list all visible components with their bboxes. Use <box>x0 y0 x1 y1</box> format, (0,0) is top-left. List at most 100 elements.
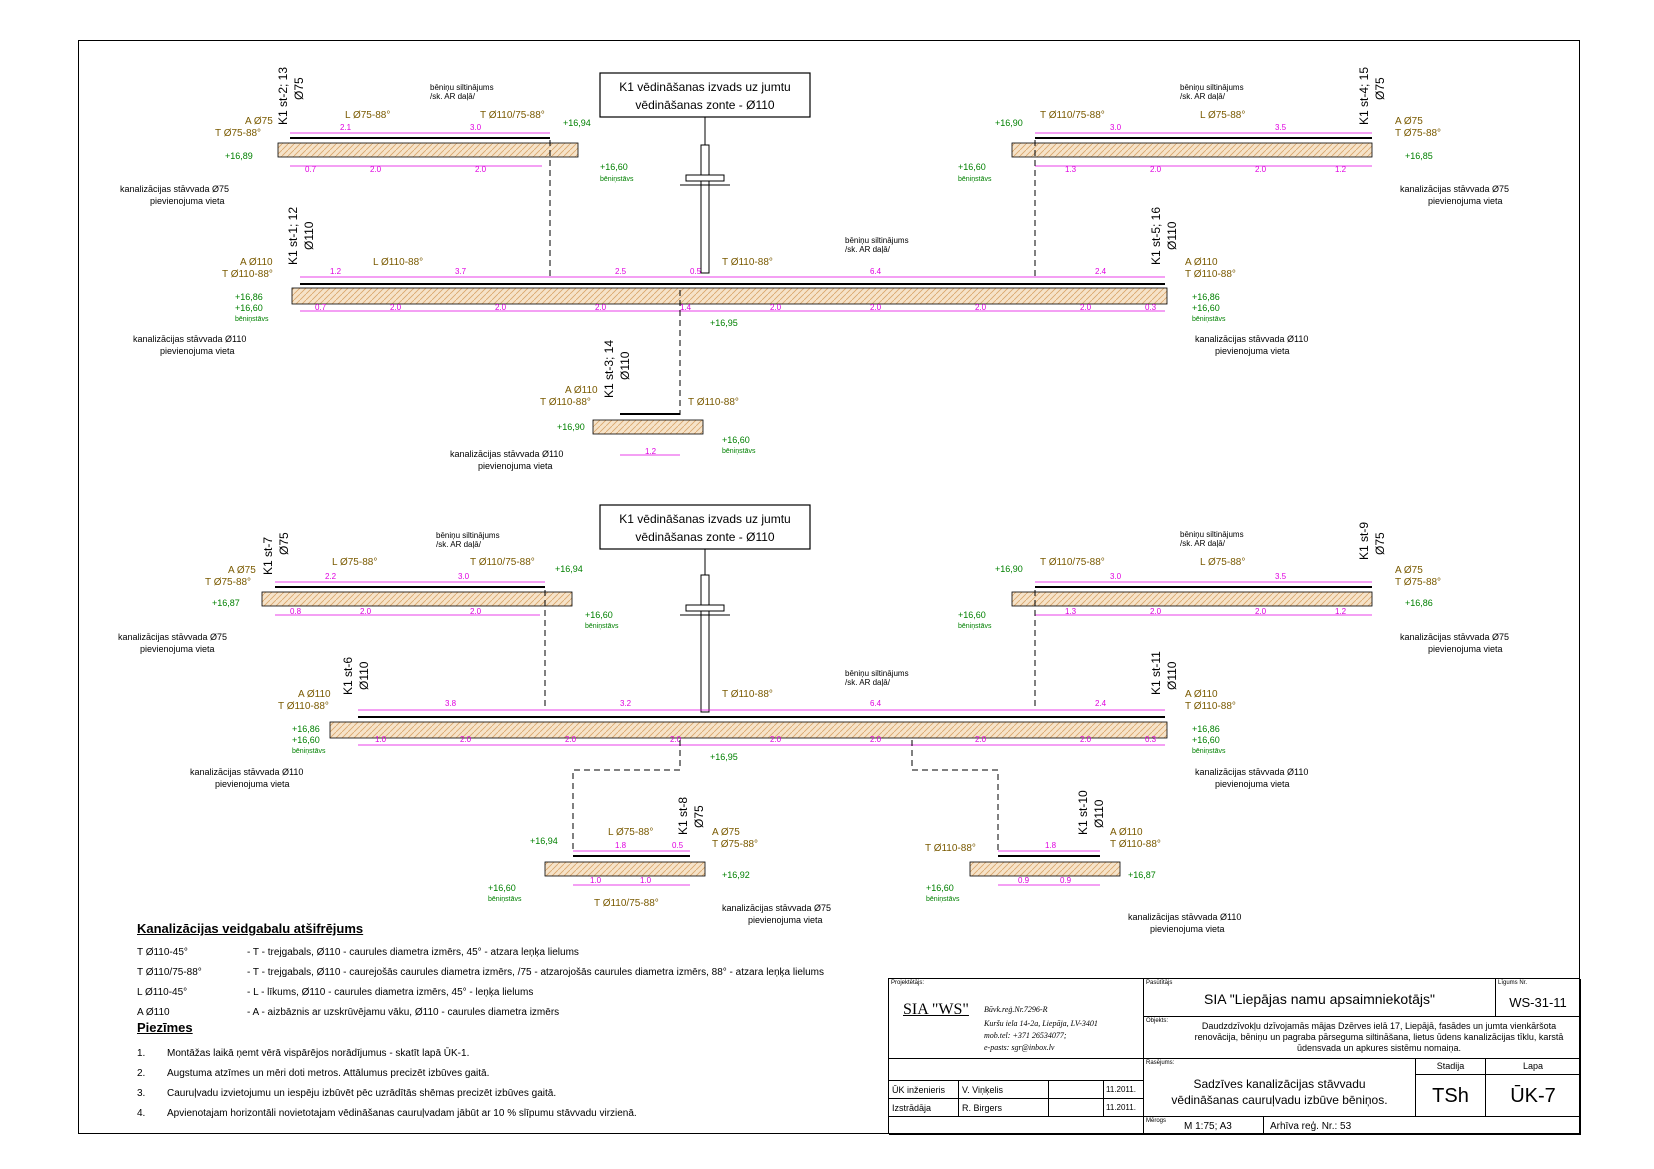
svg-text:T Ø110-88°: T Ø110-88° <box>222 269 273 280</box>
stage-cell: TSh <box>1416 1075 1486 1117</box>
sheet-frame <box>78 40 1580 1134</box>
svg-text:2.0: 2.0 <box>975 735 987 744</box>
svg-text:bēniņstāvs: bēniņstāvs <box>958 623 992 630</box>
svg-text:1.0: 1.0 <box>375 735 387 744</box>
archive-cell: Arhīva reģ. Nr.: 53 <box>1264 1117 1581 1135</box>
svg-text:Ø75: Ø75 <box>1373 77 1387 100</box>
svg-text:kanalizācijas stāvvada Ø110: kanalizācijas stāvvada Ø110 <box>1195 767 1308 777</box>
svg-text:A Ø110: A Ø110 <box>240 257 273 268</box>
sheet-number: ŪK-7 <box>1486 1075 1581 1117</box>
svg-text:pievienojuma vieta: pievienojuma vieta <box>1150 924 1225 934</box>
legend-row: T Ø110/75-88°- T - trejgabals, Ø110 - ca… <box>137 966 825 978</box>
svg-text:T Ø110-88°: T Ø110-88° <box>1185 269 1236 280</box>
svg-text:A Ø110: A Ø110 <box>565 385 598 396</box>
svg-text:A Ø75: A Ø75 <box>228 565 256 576</box>
svg-text:2.0: 2.0 <box>470 607 482 616</box>
notes-section: Piezīmes 1.Montāžas laikā ņemt vērā visp… <box>137 1020 897 1123</box>
svg-text:T Ø110/75-88°: T Ø110/75-88° <box>1040 557 1105 568</box>
svg-text:2.0: 2.0 <box>1150 607 1162 616</box>
svg-text:A Ø110: A Ø110 <box>1185 257 1218 268</box>
svg-text:K1 st-11: K1 st-11 <box>1149 651 1163 695</box>
slab-top-right: 3.0 3.5 1.3 2.0 2.0 1.2 <box>1011 123 1373 174</box>
svg-text:Ø110: Ø110 <box>1165 221 1179 250</box>
svg-text:+16,95: +16,95 <box>710 752 738 762</box>
svg-text:+16,94: +16,94 <box>563 118 591 128</box>
stub-bottom-left: 1.8 0.5 1.0 1.0 <box>544 841 706 886</box>
svg-text:bēniņstāvs: bēniņstāvs <box>1192 748 1226 755</box>
svg-text:0.7: 0.7 <box>315 303 327 312</box>
slab-bottom-right: 3.0 3.5 1.3 2.0 2.0 1.2 <box>1011 572 1373 616</box>
svg-text:K1 st-8: K1 st-8 <box>676 797 690 835</box>
svg-text:bēniņstāvs: bēniņstāvs <box>292 748 326 755</box>
svg-text:Ø75: Ø75 <box>1373 532 1387 555</box>
svg-text:pievienojuma vieta: pievienojuma vieta <box>748 915 823 925</box>
svg-text:/sk. AR daļā/: /sk. AR daļā/ <box>436 540 482 549</box>
svg-text:bēniņu siltinājums: bēniņu siltinājums <box>436 531 500 540</box>
svg-text:2.0: 2.0 <box>770 735 782 744</box>
svg-text:kanalizācijas stāvvada Ø110: kanalizācijas stāvvada Ø110 <box>190 767 303 777</box>
svg-text:L Ø75-88°: L Ø75-88° <box>1200 557 1245 568</box>
svg-text:2.1: 2.1 <box>340 123 352 132</box>
svg-text:T Ø110-88°: T Ø110-88° <box>722 689 773 700</box>
svg-text:1.4: 1.4 <box>680 303 692 312</box>
vent-riser-top <box>680 144 730 274</box>
svg-text:K1 st-5; 16: K1 st-5; 16 <box>1149 207 1163 265</box>
slab-top-left: 2.1 3.0 0.7 2.0 2.0 <box>277 123 579 174</box>
svg-text:+16,60: +16,60 <box>958 162 986 172</box>
svg-text:0.5: 0.5 <box>672 841 684 850</box>
main-pipe-bottom: 3.8 3.2 6.4 2.4 1.0 2.0 2.0 2.0 2.0 2.0 … <box>329 699 1168 746</box>
svg-text:0.3: 0.3 <box>1145 735 1157 744</box>
svg-text:1.3: 1.3 <box>1065 607 1077 616</box>
svg-text:bēniņstāvs: bēniņstāvs <box>585 623 619 630</box>
note-item: 3.Cauruļvadu izvietojumu un iespēju izbū… <box>137 1087 557 1099</box>
svg-text:1.8: 1.8 <box>615 841 627 850</box>
svg-text:T Ø75-88°: T Ø75-88° <box>215 128 261 139</box>
svg-text:L Ø75-88°: L Ø75-88° <box>608 827 653 838</box>
svg-text:2.0: 2.0 <box>390 303 402 312</box>
svg-text:2.4: 2.4 <box>1095 699 1107 708</box>
svg-text:+16,90: +16,90 <box>995 118 1023 128</box>
svg-text:+16,89: +16,89 <box>225 151 253 161</box>
svg-text:Ø110: Ø110 <box>1092 799 1106 828</box>
vent-riser-bottom <box>680 574 730 713</box>
svg-text:kanalizācijas stāvvada Ø110: kanalizācijas stāvvada Ø110 <box>450 449 563 459</box>
svg-text:K1 st-10: K1 st-10 <box>1076 790 1090 835</box>
svg-text:bēniņu siltinājums: bēniņu siltinājums <box>1180 83 1244 92</box>
svg-text:1.2: 1.2 <box>645 447 657 456</box>
svg-text:L Ø75-88°: L Ø75-88° <box>332 557 377 568</box>
svg-text:3.0: 3.0 <box>1110 572 1122 581</box>
svg-text:T Ø110/75-88°: T Ø110/75-88° <box>480 110 545 121</box>
notes-title: Piezīmes <box>137 1020 193 1035</box>
svg-text:pievienojuma vieta: pievienojuma vieta <box>478 461 553 471</box>
svg-text:T Ø75-88°: T Ø75-88° <box>1395 128 1441 139</box>
svg-text:+16,60: +16,60 <box>292 735 320 745</box>
riser-label-top-e: K1 st-3; 14 Ø110 <box>602 340 632 398</box>
svg-text:1.3: 1.3 <box>1065 165 1077 174</box>
svg-text:kanalizācijas stāvvada Ø75: kanalizācijas stāvvada Ø75 <box>722 903 831 913</box>
riser-label-bottom-f: K1 st-10 Ø110 <box>1076 790 1106 835</box>
svg-text:2.0: 2.0 <box>1255 165 1267 174</box>
svg-text:2.0: 2.0 <box>670 735 682 744</box>
svg-text:0.3: 0.3 <box>1145 303 1157 312</box>
svg-text:Ø75: Ø75 <box>692 805 706 828</box>
svg-text:kanalizācijas stāvvada Ø110: kanalizācijas stāvvada Ø110 <box>133 334 246 344</box>
svg-text:L Ø75-88°: L Ø75-88° <box>345 110 390 121</box>
svg-text:kanalizācijas stāvvada Ø75: kanalizācijas stāvvada Ø75 <box>1400 184 1509 194</box>
svg-text:0.9: 0.9 <box>1018 876 1030 885</box>
scale-cell: Mērogs M 1:75; A3 <box>1144 1117 1264 1135</box>
svg-text:3.5: 3.5 <box>1275 123 1287 132</box>
svg-text:Ø75: Ø75 <box>292 77 306 100</box>
svg-text:+16,90: +16,90 <box>557 422 585 432</box>
svg-text:/sk. AR daļā/: /sk. AR daļā/ <box>1180 539 1226 548</box>
designer-cell: Projektētājs: SIA "WS" Būvk.reģ.Nr.7296-… <box>889 979 1144 1059</box>
svg-text:T Ø110-88°: T Ø110-88° <box>925 843 976 854</box>
svg-text:2.0: 2.0 <box>495 303 507 312</box>
svg-text:2.0: 2.0 <box>975 303 987 312</box>
svg-text:bēniņu siltinājums: bēniņu siltinājums <box>845 236 909 245</box>
svg-text:3.0: 3.0 <box>1110 123 1122 132</box>
fittings-legend: Kanalizācijas veidgabalu atšifrējums T Ø… <box>137 921 897 1022</box>
svg-text:pievienojuma vieta: pievienojuma vieta <box>160 346 235 356</box>
legend-title: Kanalizācijas veidgabalu atšifrējums <box>137 921 364 936</box>
svg-text:bēniņu siltinājums: bēniņu siltinājums <box>1180 530 1244 539</box>
svg-text:6.4: 6.4 <box>870 267 882 276</box>
